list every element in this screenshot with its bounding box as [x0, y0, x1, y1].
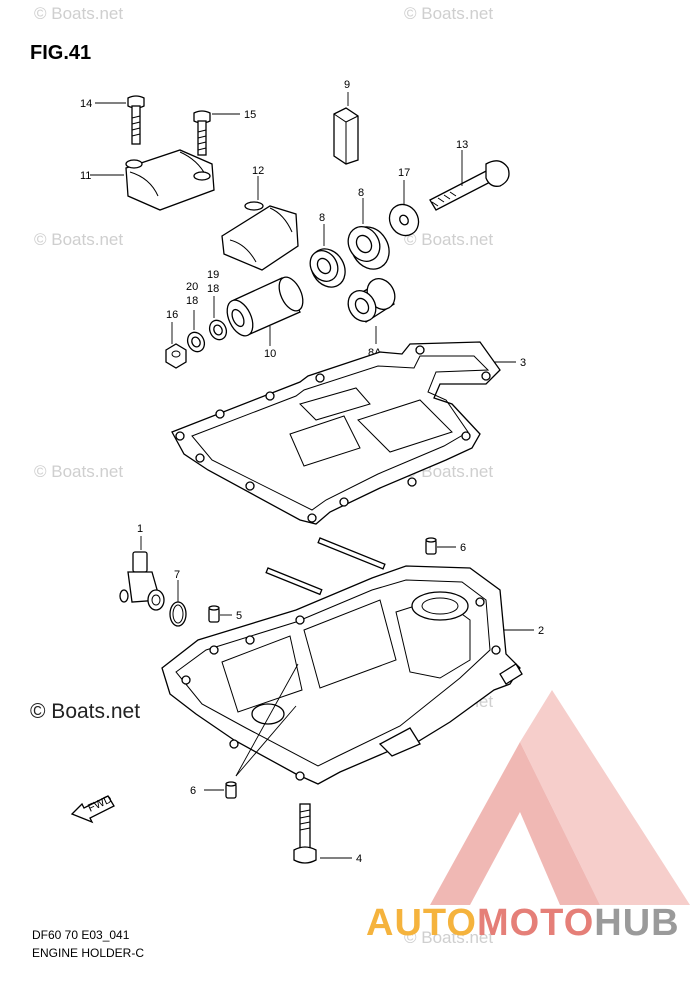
callout-7: 7	[174, 569, 180, 581]
part-6-dowel-upper	[425, 537, 437, 555]
part-3-gasket	[171, 341, 501, 525]
stud-bolts	[265, 537, 386, 596]
part-4-bolt	[293, 803, 317, 864]
part-12-holder	[221, 201, 299, 271]
part-20-18-washer	[186, 331, 206, 353]
part-8-bushing-upper	[347, 226, 390, 270]
part-14-bolt	[127, 95, 145, 145]
part-2-engine-holder	[161, 565, 523, 785]
part-6-dowel-lower	[225, 781, 237, 799]
callout-9: 9	[344, 79, 350, 91]
brand-logo-part-a: AUTO	[366, 902, 477, 944]
callout-15: 15	[244, 109, 256, 121]
watermark: © Boats.net	[34, 462, 124, 481]
part-5-dowel	[208, 605, 220, 623]
callout-11: 11	[80, 170, 91, 182]
callout-13: 13	[456, 139, 468, 151]
part-9-pad	[333, 107, 359, 165]
part-13-bolt	[429, 160, 510, 211]
callout-4: 4	[356, 853, 362, 865]
callout-18: 18	[207, 283, 219, 295]
callout-3: 3	[520, 357, 526, 369]
watermark: © Boats.net	[404, 4, 494, 23]
callout-8-lower: 8	[319, 212, 325, 224]
watermark: © Boats.net	[34, 4, 124, 23]
watermark: © Boats.net	[404, 928, 494, 947]
callout-14: 14	[80, 98, 92, 110]
callout-5: 5	[236, 610, 242, 622]
figure-code: DF60 70 E03_041	[32, 928, 130, 942]
part-8-bushing-lower	[309, 248, 346, 288]
part-8a-bushing	[347, 278, 396, 323]
part-11-holder-cap	[125, 149, 215, 211]
watermark-highlight: © Boats.net	[30, 700, 141, 723]
figure-title: FIG.41	[30, 42, 92, 64]
callout-6-upper: 6	[460, 542, 466, 554]
part-15-bolt	[193, 110, 211, 156]
callout-1: 1	[137, 523, 143, 535]
brand-logo-part-c: HUB	[594, 902, 680, 944]
callout-20: 20	[186, 281, 198, 293]
callout-6-lower: 6	[190, 785, 196, 797]
part-7-o-ring	[169, 601, 187, 627]
callout-16: 16	[166, 309, 178, 321]
callout-12: 12	[252, 165, 264, 177]
watermark: © Boats.net	[34, 230, 124, 249]
part-1-fitting	[119, 551, 165, 611]
forward-direction-arrow: FWD	[70, 793, 115, 824]
callout-10: 10	[264, 348, 276, 360]
callout-17: 17	[398, 167, 410, 179]
callout-8-upper: 8	[358, 187, 364, 199]
callout-18: 18	[186, 295, 198, 307]
part-16-nut	[165, 343, 187, 369]
brand-logo-part-b: MOTO	[476, 902, 595, 944]
part-17-washer	[388, 203, 420, 237]
figure-name: ENGINE HOLDER-C	[32, 946, 145, 960]
callout-19: 19	[207, 269, 219, 281]
brand-logo-text: AUTOMOTOHUB	[366, 902, 680, 945]
callout-2: 2	[538, 625, 544, 637]
watermark: © Boats.net	[404, 230, 494, 249]
part-10-sleeve	[226, 276, 304, 337]
part-19-18-washer	[208, 319, 228, 341]
brand-logo-mark	[430, 690, 690, 905]
